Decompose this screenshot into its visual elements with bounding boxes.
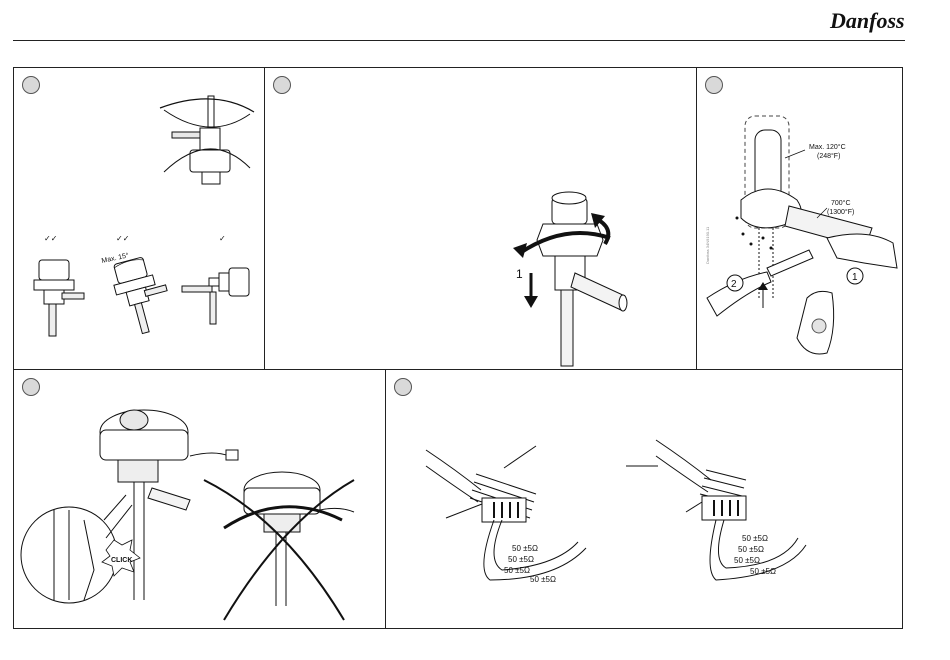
flame-temp-f-label: (1300°F) xyxy=(827,208,854,216)
step-number: 1 xyxy=(516,267,523,281)
tilted-valve xyxy=(109,253,176,337)
side-code: Danfoss 34N9190.11 xyxy=(705,226,710,264)
click-label: CLICK xyxy=(111,557,132,564)
resistance-illustration: 50 ±5Ω 50 ±5Ω 50 ±5Ω 50 ±5Ω 50 ±5Ω 50 ±5… xyxy=(386,370,902,628)
resistance-label: 50 ±5Ω xyxy=(530,575,556,584)
danfoss-logo: Danfoss xyxy=(828,4,906,36)
resistance-label: 50 ±5Ω xyxy=(512,544,538,553)
callout-2: 2 xyxy=(731,279,737,290)
horizontal-valve xyxy=(182,268,249,324)
flame-temp-label: 700°C xyxy=(831,199,851,207)
actuator-illustration: CLICK xyxy=(14,370,385,628)
valve-body xyxy=(537,192,627,366)
upright-valve xyxy=(34,260,84,336)
max-temp-f-label: (248°F) xyxy=(817,152,840,160)
panel-rotate-body: 1 xyxy=(264,67,697,370)
actuator-wrong xyxy=(244,472,354,606)
actuator-correct xyxy=(100,410,238,600)
check-mark: ✓ xyxy=(219,234,226,243)
callout-1: 1 xyxy=(852,272,858,283)
connector-right xyxy=(626,440,806,580)
step-marker xyxy=(705,76,723,94)
resistance-label: 50 ±5Ω xyxy=(738,545,764,554)
brazing-illustration: Max. 120°C (248°F) 700°C (1300°F) 2 1 Da… xyxy=(697,68,902,369)
panel-resistance-check: 50 ±5Ω 50 ±5Ω 50 ±5Ω 50 ±5Ω 50 ±5Ω 50 ±5… xyxy=(385,369,903,629)
brand-name: Danfoss xyxy=(829,8,905,33)
step-marker-small xyxy=(812,319,826,333)
hand-right xyxy=(797,234,897,354)
step-marker xyxy=(273,76,291,94)
check-mark: ✓✓ xyxy=(116,234,129,243)
resistance-label: 50 ±5Ω xyxy=(504,566,530,575)
leader-line xyxy=(785,150,805,158)
panel-orientation: ✓✓ ✓✓ ✓ Max. 15° xyxy=(13,67,265,370)
step-marker xyxy=(22,378,40,396)
resistance-label: 50 ±5Ω xyxy=(508,555,534,564)
connector-left xyxy=(426,446,586,580)
max-temp-label: Max. 120°C xyxy=(809,143,846,151)
check-mark: ✓✓ xyxy=(44,234,57,243)
panel-click-actuator: CLICK xyxy=(13,369,386,629)
arrow-head xyxy=(513,243,527,258)
wrong-orientation-valve xyxy=(160,96,254,184)
panel-brazing: Max. 120°C (248°F) 700°C (1300°F) 2 1 Da… xyxy=(696,67,903,370)
step-marker xyxy=(22,76,40,94)
orientation-illustration: ✓✓ ✓✓ ✓ Max. 15° xyxy=(14,68,264,369)
down-arrow-head xyxy=(524,296,538,308)
resistance-label: 50 ±5Ω xyxy=(734,556,760,565)
resistance-label: 50 ±5Ω xyxy=(742,534,768,543)
resistance-label: 50 ±5Ω xyxy=(750,567,776,576)
step-marker xyxy=(394,378,412,396)
brazing-torch xyxy=(707,250,813,316)
header-rule xyxy=(13,40,905,41)
rotate-illustration: 1 xyxy=(265,68,696,369)
